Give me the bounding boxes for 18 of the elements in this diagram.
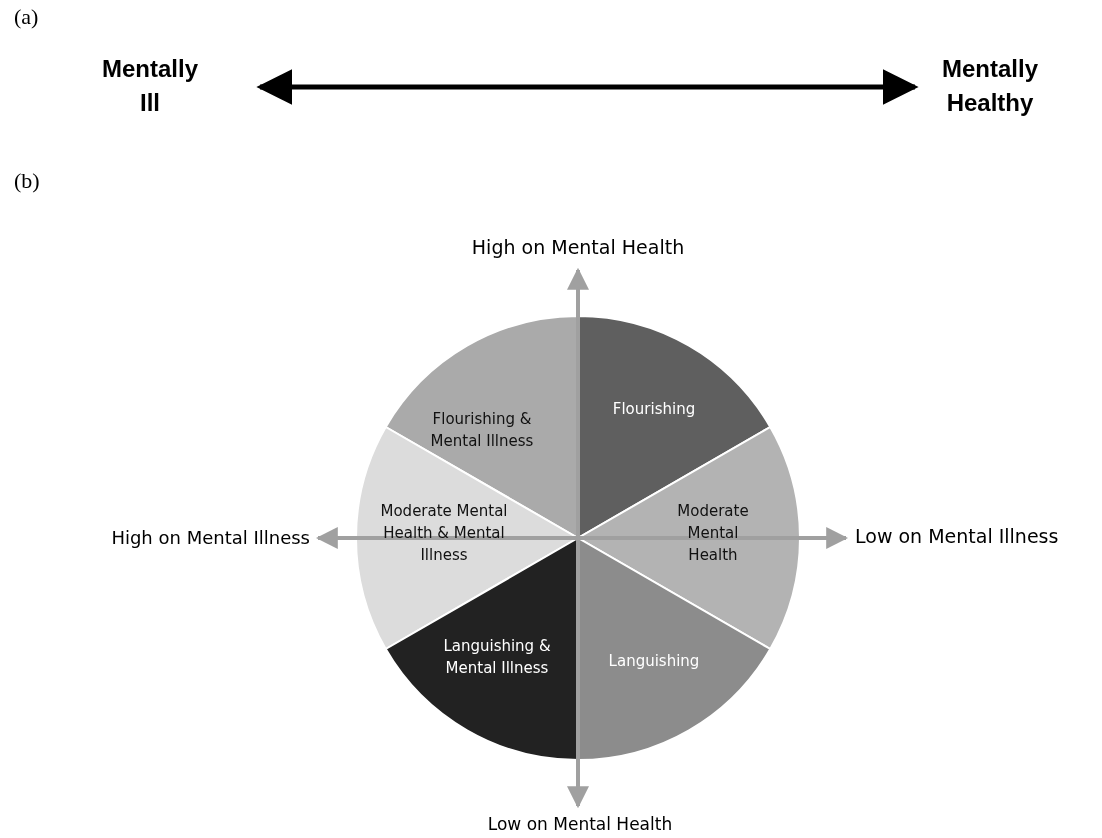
panel-letter: (a) [14,4,40,30]
axis-label: High on Mental Health [470,236,686,258]
pole-label: Mentally Ill [90,52,210,120]
double-arrow [256,69,919,105]
pole-label: Mentally Healthy [915,52,1065,120]
sector-label: Moderate Mental Health [676,501,750,566]
pie-sector [577,537,772,761]
pie-sector [577,426,801,650]
axis-label: Low on Mental Health [486,814,674,834]
axis-label: Low on Mental Illness [855,525,1060,547]
sector-label: Languishing & Mental Illness [442,636,552,679]
axis-label: High on Mental Illness [110,527,310,548]
panel-letter: (b) [14,168,41,194]
sector-label: Flourishing & Mental Illness [429,409,535,452]
sector-label: Flourishing [611,399,697,420]
sector-label: Moderate Mental Health & Mental Illness [379,501,509,566]
pie-sector [384,537,579,761]
sector-label: Languishing [607,651,701,672]
